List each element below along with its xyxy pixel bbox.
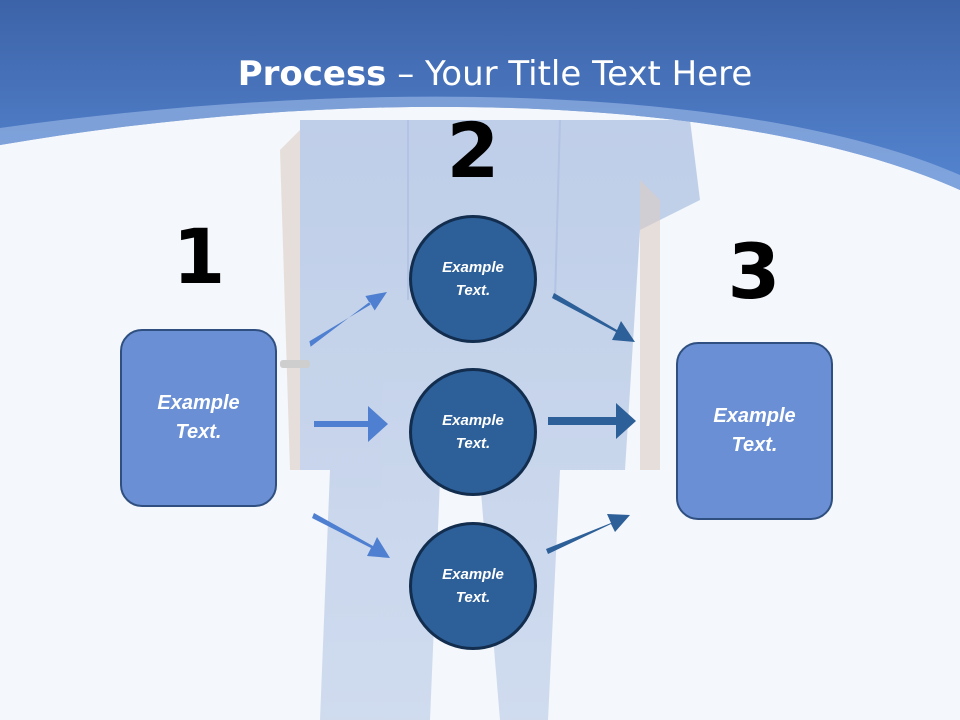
arrow-down-right-left — [312, 513, 390, 558]
step-3-box[interactable]: Example Text. — [676, 342, 833, 520]
arrow-up-right-left — [309, 292, 387, 347]
header-swoosh — [0, 96, 960, 190]
header-band — [0, 0, 960, 190]
step-2-circle-middle[interactable]: Example Text. — [409, 368, 537, 496]
step-2-text-middle: Example Text. — [442, 412, 504, 452]
step-1-text: Example Text. — [157, 392, 240, 443]
step-number-2: 2 — [446, 106, 500, 195]
arrow-up-right-right — [546, 514, 630, 554]
title-rest: – Your Title Text Here — [386, 54, 753, 94]
step-number-3: 3 — [727, 227, 781, 316]
arrow-right-left — [314, 406, 388, 442]
step-2-text-top: Example Text. — [442, 259, 504, 299]
arrow-right-right — [548, 403, 636, 439]
step-2-circle-bottom[interactable]: Example Text. — [409, 522, 537, 650]
step-2-text-bottom: Example Text. — [442, 566, 504, 606]
title-bold: Process — [237, 54, 387, 94]
step-number-1: 1 — [172, 212, 226, 301]
step-3-text: Example Text. — [713, 405, 796, 456]
slide-title: Process – Your Title Text Here — [0, 52, 960, 96]
arrow-down-right-right — [552, 293, 635, 342]
step-2-circle-top[interactable]: Example Text. — [409, 215, 537, 343]
step-1-box[interactable]: Example Text. — [120, 329, 277, 507]
